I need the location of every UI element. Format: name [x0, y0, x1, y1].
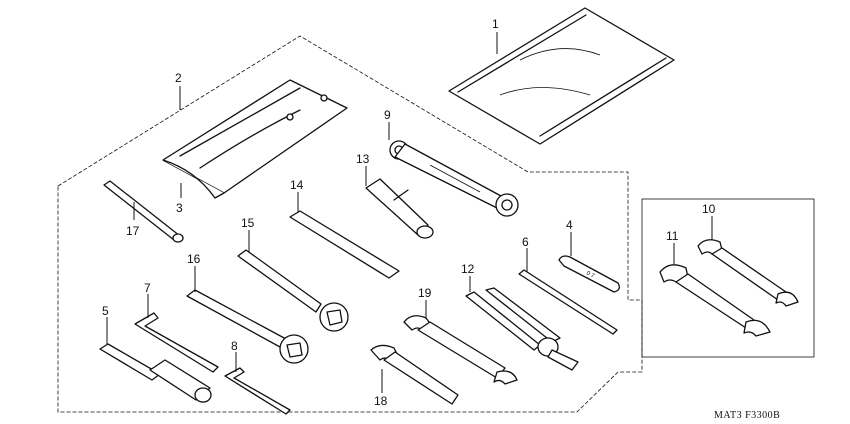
ring-spanner-9: [389, 140, 519, 217]
tool-bag: [448, 7, 675, 145]
pliers-12: [465, 287, 579, 371]
spanner-plate-4: 0 7: [558, 255, 620, 293]
spanner-inset-frame: [641, 198, 815, 358]
callout-1: 1: [492, 17, 499, 31]
screwdriver-bit-6: [518, 269, 618, 335]
callout-10: 10: [702, 202, 716, 216]
hex-key-8: [224, 367, 291, 415]
callout-7: 7: [144, 281, 151, 295]
callout-11: 11: [666, 229, 679, 243]
open-spanner-19: [403, 315, 518, 385]
callout-5: 5: [102, 304, 109, 318]
socket-extension-17: [103, 180, 184, 243]
callout-14: 14: [290, 178, 304, 192]
hex-key-7: [134, 312, 219, 373]
svg-text:0 7: 0 7: [585, 270, 596, 280]
tool-case: [162, 79, 348, 199]
open-spanner-10: [697, 239, 799, 307]
callout-8: 8: [231, 339, 238, 353]
callout-9: 9: [384, 108, 391, 122]
callout-labels: 1 2 3 4 5 6 7 8 9 10 11 12 13 14 15 16 1…: [102, 17, 716, 408]
diagram-code: MAT3 F3300B: [714, 410, 780, 421]
callout-13: 13: [356, 152, 370, 166]
callout-18: 18: [374, 394, 388, 408]
callout-19: 19: [418, 286, 432, 300]
callout-17: 17: [126, 224, 140, 238]
spanner-15: [237, 249, 349, 332]
spanner-16: [186, 289, 309, 364]
callout-6: 6: [522, 235, 529, 249]
callout-2: 2: [175, 71, 182, 85]
socket-wrench-5: [99, 343, 212, 403]
callout-3: 3: [176, 201, 183, 215]
callout-15: 15: [241, 216, 255, 230]
callout-12: 12: [461, 262, 475, 276]
callout-4: 4: [566, 218, 573, 232]
screwdriver-shaft-14: [289, 210, 400, 279]
open-spanner-11: [659, 264, 771, 337]
open-spanner-18: [370, 344, 459, 405]
callout-16: 16: [187, 252, 201, 266]
callout-leaders: [106, 32, 713, 393]
screwdriver-handle-13: [365, 178, 434, 239]
